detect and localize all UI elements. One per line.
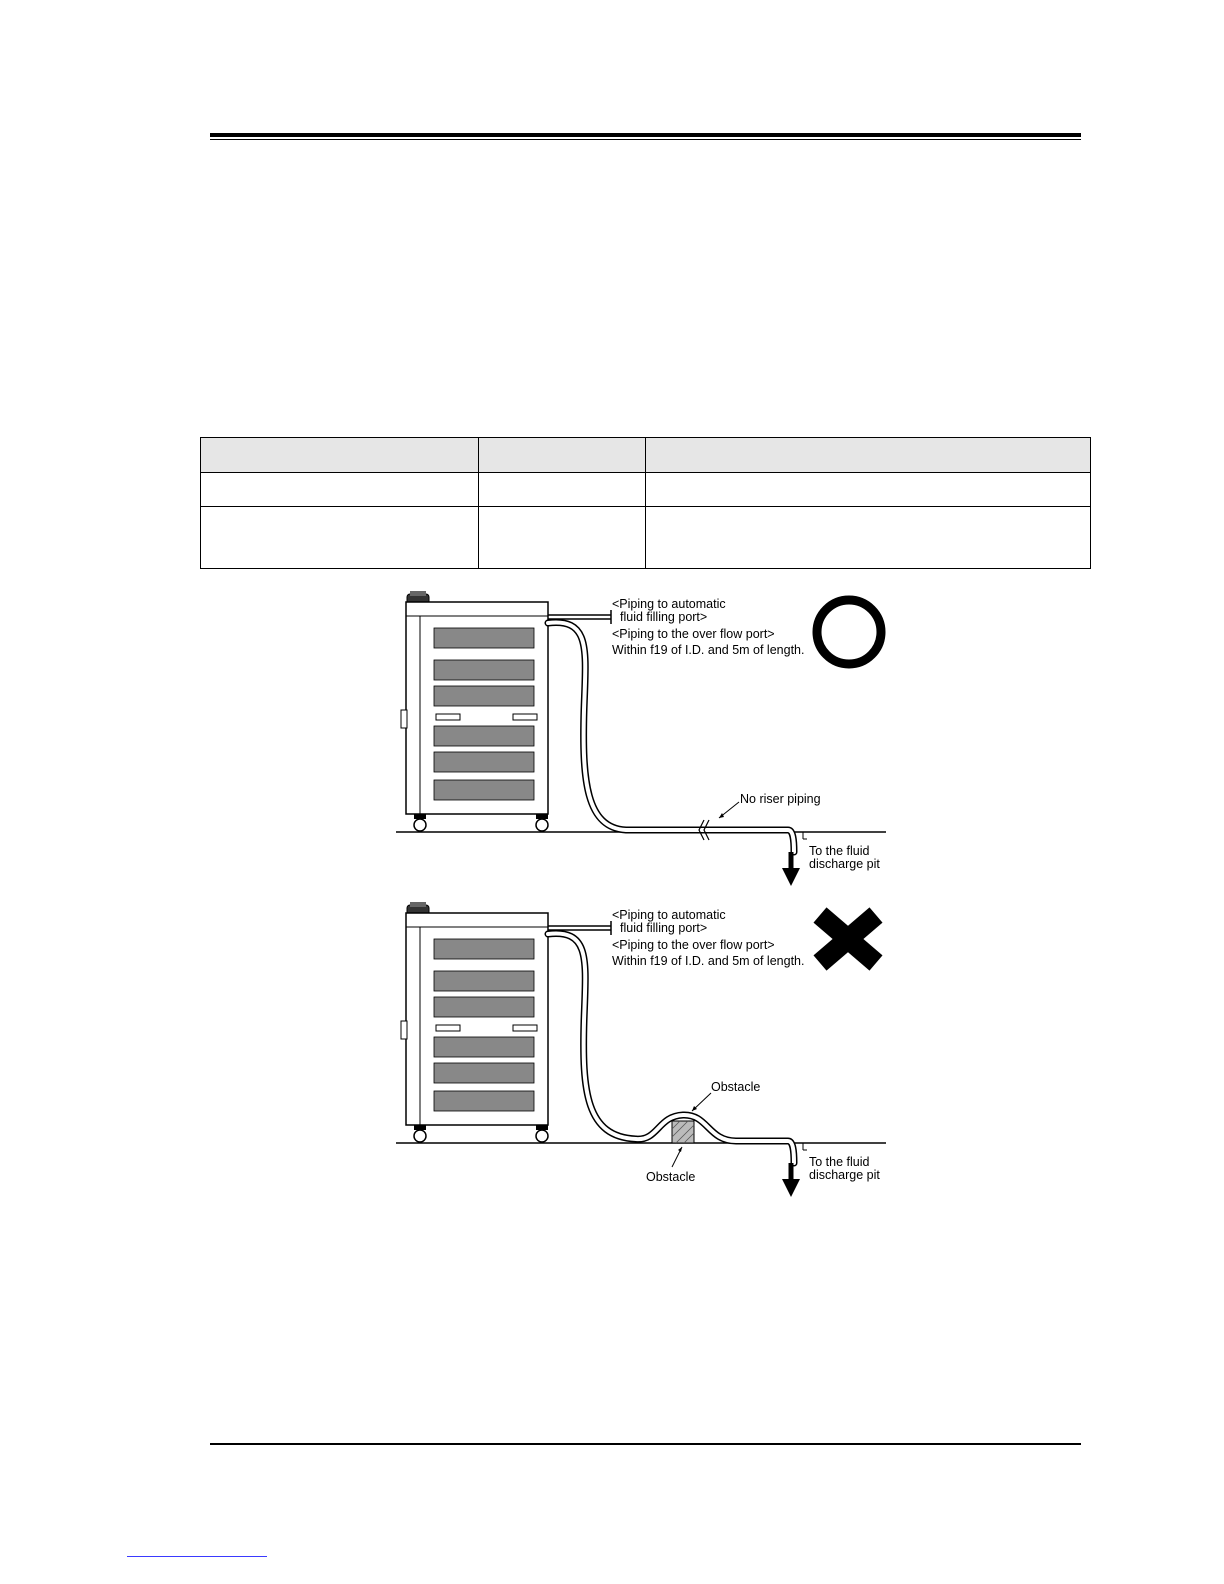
spec-table-cell bbox=[478, 472, 646, 507]
spec-table-cell bbox=[200, 506, 479, 569]
label-pit-2: discharge pit bbox=[809, 857, 880, 871]
piping-figure: <Piping to automatic fluid filling port>… bbox=[396, 590, 890, 1202]
label-no-riser: No riser piping bbox=[740, 792, 821, 806]
label-overflow-port: <Piping to the over flow port> bbox=[612, 627, 775, 641]
chiller-unit-icon bbox=[400, 902, 549, 1143]
panel-correct: <Piping to automatic fluid filling port>… bbox=[396, 591, 886, 886]
footer-rule bbox=[210, 1443, 1081, 1445]
label-within-spec: Within f19 of I.D. and 5m of length. bbox=[612, 954, 804, 968]
spec-table-cell bbox=[200, 472, 479, 507]
label-pit-1: To the fluid bbox=[809, 1155, 870, 1169]
spec-table-header-cell bbox=[645, 437, 1091, 473]
label-pit-2: discharge pit bbox=[809, 1168, 880, 1182]
panel-incorrect: <Piping to automatic fluid filling port>… bbox=[396, 902, 886, 1197]
label-fill-port-1: <Piping to automatic bbox=[612, 597, 726, 611]
cross-icon bbox=[813, 907, 883, 971]
label-within-spec: Within f19 of I.D. and 5m of length. bbox=[612, 643, 804, 657]
spec-table-cell bbox=[645, 506, 1091, 569]
spec-table-header-cell bbox=[478, 437, 646, 473]
header-rule-thin bbox=[210, 139, 1081, 140]
chiller-unit-icon bbox=[400, 591, 549, 832]
spec-table-row bbox=[200, 472, 1091, 507]
obstacle-block bbox=[671, 1120, 695, 1144]
spec-table-header-cell bbox=[200, 437, 479, 473]
spec-table-row bbox=[200, 506, 1091, 569]
header-rule-thick bbox=[210, 133, 1081, 137]
spec-table-cell bbox=[645, 472, 1091, 507]
spec-table-cell bbox=[478, 506, 646, 569]
spec-table bbox=[200, 437, 1091, 569]
label-overflow-port: <Piping to the over flow port> bbox=[612, 938, 775, 952]
circle-icon bbox=[812, 595, 886, 669]
label-pit-1: To the fluid bbox=[809, 844, 870, 858]
label-fill-port-2: fluid filling port> bbox=[620, 921, 707, 935]
footer-link-underline[interactable] bbox=[127, 1556, 267, 1557]
label-obstacle-bottom: Obstacle bbox=[646, 1170, 695, 1184]
label-obstacle-top: Obstacle bbox=[711, 1080, 760, 1094]
spec-table-header-row bbox=[200, 437, 1091, 473]
label-fill-port-2: fluid filling port> bbox=[620, 610, 707, 624]
label-fill-port-1: <Piping to automatic bbox=[612, 908, 726, 922]
